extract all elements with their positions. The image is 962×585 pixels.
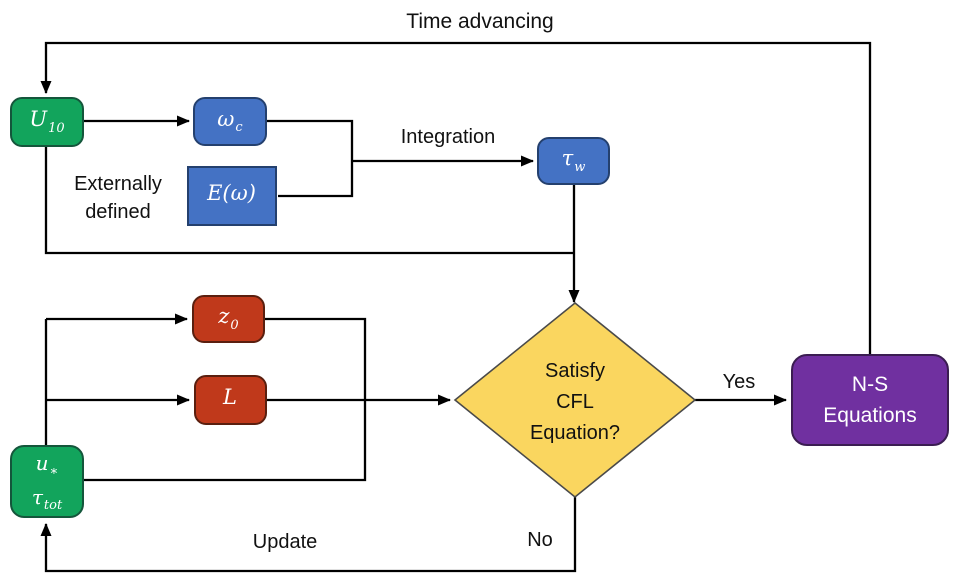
node-omega-c: ωc — [193, 97, 267, 146]
node-u10: U10 — [10, 97, 84, 147]
node-l-label: L — [223, 385, 237, 410]
node-tau-w: τw — [537, 137, 610, 185]
ns-line-2: Equations — [823, 404, 917, 427]
label-externally-defined: Externally defined — [58, 170, 178, 226]
cfl-line-3: Equation? — [529, 422, 621, 444]
node-u10-label: U10 — [29, 107, 65, 136]
node-e-omega: E(ω) — [187, 166, 277, 226]
label-yes: Yes — [722, 371, 756, 393]
node-e-omega-label: E(ω) — [207, 181, 256, 206]
node-omega-c-label: ωc — [217, 106, 243, 136]
edge-no-update-loop — [40, 497, 577, 573]
node-z0-label: z0 — [218, 304, 239, 333]
node-tau-tot-label: τtot — [31, 484, 63, 513]
node-z0: z0 — [192, 295, 265, 343]
node-u-star-label: u∗ — [35, 451, 59, 479]
edge-u10-bottom-loop — [44, 147, 574, 255]
decision-cfl-text: Satisfy CFL Equation? — [495, 356, 655, 449]
node-tau-w-label: τw — [561, 146, 586, 175]
decision-cfl-diamond — [453, 301, 697, 499]
label-time-advancing: Time advancing — [406, 10, 554, 33]
ns-line-1: N-S — [851, 372, 889, 396]
node-ns-equations: N-S Equations — [791, 354, 949, 446]
edge-spectrum-collector — [267, 119, 354, 198]
node-l: L — [194, 375, 267, 425]
label-no: No — [527, 529, 553, 551]
cfl-line-1: Satisfy — [544, 360, 606, 382]
node-u-star-tau-tot: u∗ τtot — [10, 445, 84, 518]
edge-time-advancing-loop — [40, 41, 872, 354]
label-update: Update — [252, 531, 318, 553]
label-externally-defined-line-1: Externally — [74, 173, 162, 195]
label-integration: Integration — [400, 126, 496, 148]
cfl-line-2: CFL — [556, 391, 594, 413]
label-externally-defined-line-2: defined — [85, 201, 151, 223]
